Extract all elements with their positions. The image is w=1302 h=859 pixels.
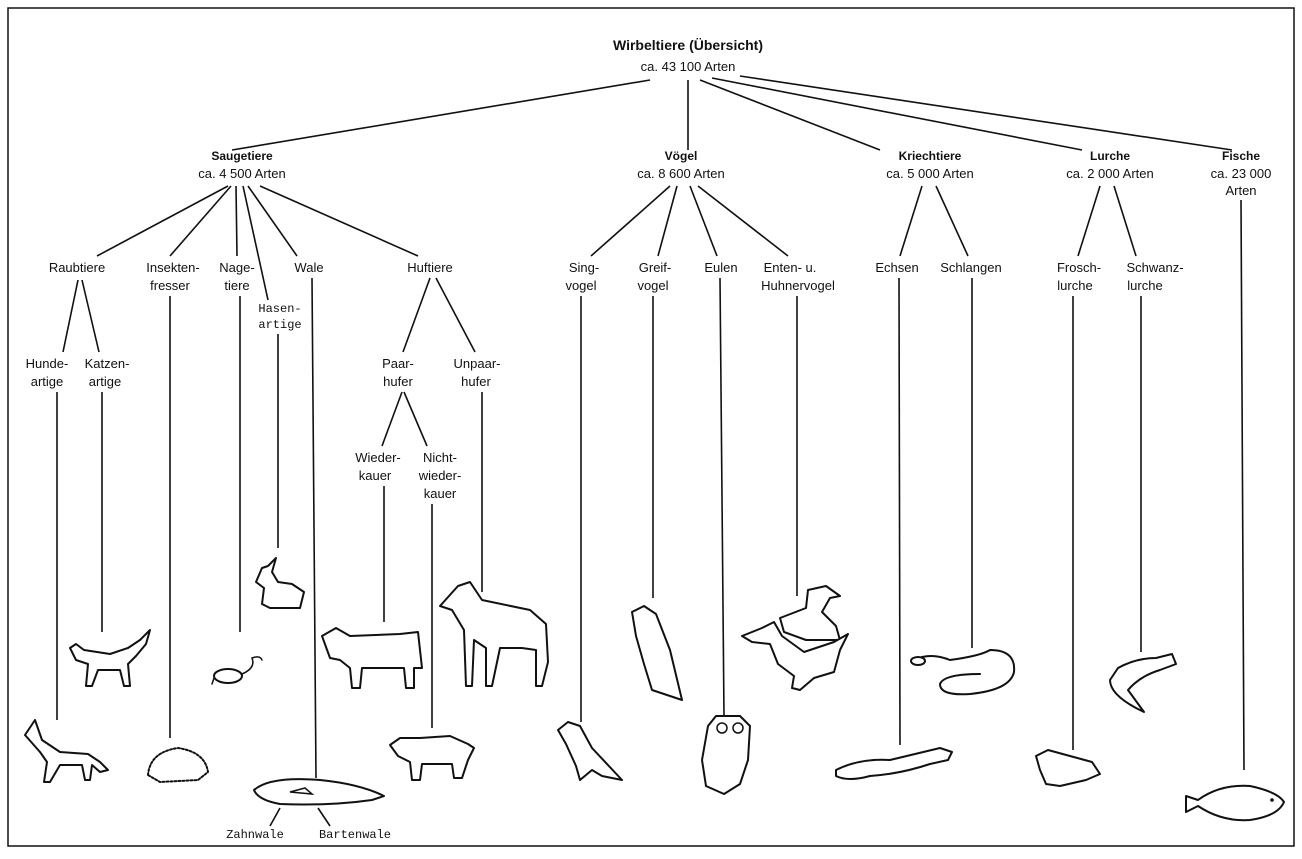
goose-icon [779, 585, 841, 641]
lizard-icon [835, 747, 953, 780]
group-huftiere: Huftiere [407, 260, 453, 275]
snake-icon [910, 648, 1016, 696]
class-fische-count-1: ca. 23 000 [1211, 166, 1272, 181]
group-singvogel-2: vogel [565, 278, 596, 293]
label-bartenwale: Bartenwale [319, 828, 391, 842]
group-hundeartige-1: Hunde- [26, 356, 69, 371]
hedgehog-icon [147, 747, 209, 783]
group-froschlurche-2: lurche [1057, 278, 1092, 293]
group-nichtwiederkauer-1: Nicht- [423, 450, 457, 465]
cat-icon [69, 629, 151, 687]
group-greifvogel-2: vogel [637, 278, 668, 293]
group-insektenfresser-1: Insekten- [146, 260, 199, 275]
group-nichtwiederkauer-3: kauer [424, 486, 457, 501]
group-hasenartige-1: Hasen- [258, 302, 301, 316]
mouse-icon [211, 656, 263, 685]
group-echsen: Echsen [875, 260, 918, 275]
class-saeugetiere-count: ca. 4 500 Arten [198, 166, 285, 181]
group-schwanzlurche-2: lurche [1127, 278, 1162, 293]
chicken-icon [741, 621, 849, 691]
group-katzenartige-1: Katzen- [85, 356, 130, 371]
group-greifvogel-1: Greif- [639, 260, 672, 275]
group-raubtiere: Raubtiere [49, 260, 105, 275]
dog-icon [24, 719, 109, 783]
hawk-icon [631, 605, 683, 701]
owl-icon [701, 715, 751, 795]
songbird-icon [557, 721, 623, 781]
horse-icon [439, 581, 549, 687]
class-kriechtiere-count: ca. 5 000 Arten [886, 166, 973, 181]
group-wiederkauer-2: kauer [359, 468, 392, 483]
class-fische: Fische [1222, 149, 1260, 163]
group-paarhufer-1: Paar- [382, 356, 414, 371]
group-wiederkauer-1: Wieder- [355, 450, 401, 465]
group-enten-1: Enten- u. [764, 260, 817, 275]
group-nagetiere-1: Nage- [219, 260, 254, 275]
class-lurche: Lurche [1090, 149, 1130, 163]
group-hundeartige-2: artige [31, 374, 64, 389]
group-schlangen: Schlangen [940, 260, 1001, 275]
class-saeugetiere: Saugetiere [211, 149, 273, 163]
frog-icon [1035, 749, 1101, 787]
class-fische-count-2: Arten [1225, 183, 1256, 198]
group-nagetiere-2: tiere [224, 278, 249, 293]
class-lurche-count: ca. 2 000 Arten [1066, 166, 1153, 181]
cow-icon [321, 627, 423, 689]
rabbit-icon [255, 557, 305, 609]
tree-lines [56, 75, 1245, 827]
class-kriechtiere: Kriechtiere [899, 149, 962, 163]
group-enten-2: Huhnervogel [761, 278, 835, 293]
group-insektenfresser-2: fresser [150, 278, 190, 293]
group-wale: Wale [294, 260, 323, 275]
group-paarhufer-2: hufer [383, 374, 413, 389]
class-voegel-count: ca. 8 600 Arten [637, 166, 724, 181]
group-hasenartige-2: artige [258, 318, 301, 332]
group-singvogel-1: Sing- [569, 260, 599, 275]
pig-icon [389, 735, 475, 781]
border [7, 7, 1295, 847]
group-unpaarhufer-2: hufer [461, 374, 491, 389]
class-voegel: Vögel [665, 149, 698, 163]
fish-icon [1185, 784, 1285, 822]
title-count: ca. 43 100 Arten [641, 59, 736, 74]
group-unpaarhufer-1: Unpaar- [454, 356, 501, 371]
group-froschlurche-1: Frosch- [1057, 260, 1101, 275]
title: Wirbeltiere (Übersicht) [613, 37, 763, 53]
group-eulen: Eulen [704, 260, 737, 275]
whale-icon [253, 778, 385, 806]
group-katzenartige-2: artige [89, 374, 122, 389]
group-nichtwiederkauer-2: wieder- [418, 468, 462, 483]
group-schwanzlurche-1: Schwanz- [1126, 260, 1183, 275]
label-zahnwale: Zahnwale [226, 828, 284, 842]
salamander-icon [1109, 653, 1177, 713]
